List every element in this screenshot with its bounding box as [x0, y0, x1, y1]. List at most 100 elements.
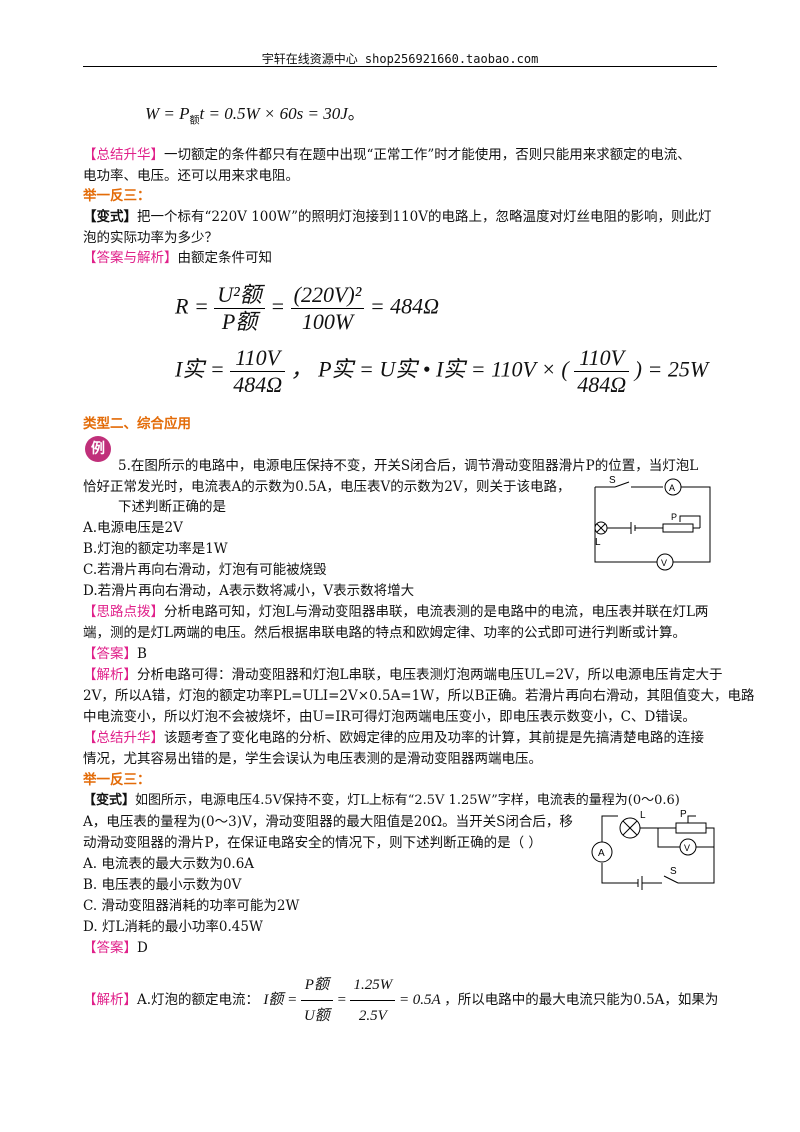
- answer-tag: 【答案与解析】: [83, 250, 178, 266]
- answer-5-text: B: [137, 646, 147, 662]
- analysis-6-pre: A.灯泡的额定电流：: [137, 991, 260, 1008]
- answer-6-text: D: [137, 940, 148, 956]
- variant-2-option-d: D. 灯L消耗的最小功率0.45W: [83, 919, 263, 935]
- a6-eq: =: [336, 991, 347, 1008]
- thinking-line-1: 【思路点拨】分析电路可知，灯泡L与滑动变阻器串联，电流表测的是电路中的电流，电压…: [83, 603, 708, 621]
- eq-r-rhs: = 484Ω: [369, 293, 440, 319]
- a6-num2: 1.25W: [350, 970, 396, 1001]
- a6-frac-2: 1.25W 2.5V: [350, 970, 396, 1031]
- thinking-text: 分析电路可知，灯泡L与滑动变阻器串联，电流表测的是电路中的电流，电压表并联在灯L…: [164, 604, 709, 620]
- summary-2-line-1: 【总结升华】该题考查了变化电路的分析、欧姆定律的应用及功率的计算，其前提是先搞清…: [83, 729, 704, 747]
- summary-2-line-2: 情况，尤其容易出错的是，学生会误认为电压表测的是滑动变阻器两端电压。: [83, 751, 542, 767]
- fig2-label-p: P: [680, 809, 687, 820]
- answer-6-line: 【答案】D: [83, 939, 148, 957]
- thinking-line-2: 端，测的是灯L两端的电压。然后根据串联电路的特点和欧姆定律、功率的公式即可进行判…: [83, 625, 686, 641]
- variant-2-option-a: A. 电流表的最大示数为0.6A: [83, 856, 255, 872]
- header-rule: [83, 66, 717, 67]
- variant-2-tag: 【变式】: [83, 793, 136, 808]
- q5-option-b: B.灯泡的额定功率是1W: [83, 541, 228, 557]
- eq-r-lhs: R =: [175, 293, 209, 319]
- summary-tag: 【总结升华】: [83, 147, 164, 163]
- variant-2-option-c: C. 滑动变阻器消耗的功率可能为2W: [83, 898, 300, 914]
- jyfs-heading-2: 举一反三：: [83, 772, 151, 788]
- variant-tag: 【变式】: [83, 209, 137, 225]
- jyfs-heading-1: 举一反三：: [83, 188, 151, 204]
- q5-option-c: C.若滑片再向右滑动，灯泡有可能被烧毁: [83, 562, 327, 578]
- eq-i-num2: 110V: [574, 345, 630, 372]
- eq-i-den2: 484Ω: [577, 372, 627, 397]
- analysis-5-line-3: 中电流变小，所以灯泡不会被烧坏，由U=IR可得灯泡两端电压变小，即电压表示数变小…: [83, 709, 696, 725]
- variant-2-line-2: A，电压表的量程为(0～3)V，滑动变阻器的最大阻值是20Ω。当开关S闭合后，移: [83, 814, 573, 830]
- fig2-label-a: A: [598, 848, 605, 859]
- thinking-tag: 【思路点拨】: [83, 604, 164, 620]
- answer-6-tag: 【答案】: [83, 940, 137, 956]
- q5-line-1: 5.在图所示的电路中，电源电压保持不变，开关S闭合后，调节滑动变阻器滑片P的位置…: [118, 458, 699, 474]
- a6-lhs: I额 =: [263, 991, 298, 1008]
- variant-text: 把一个标有“220V 100W”的照明灯泡接到110V的电路上，忽略温度对灯丝电…: [137, 209, 712, 225]
- summary-2-tag: 【总结升华】: [83, 730, 164, 746]
- answer-5-line: 【答案】B: [83, 645, 147, 663]
- variant-1-line-2: 泡的实际功率为多少？: [83, 230, 218, 246]
- eq-w-sub: 额: [189, 115, 200, 127]
- summary-text: 一切额定的条件都只有在题中出现“正常工作”时才能使用，否则只能用来求额定的电流、: [164, 147, 691, 163]
- fig2-label-s: S: [670, 866, 677, 877]
- a6-num: P额: [300, 970, 333, 1001]
- fig1-label-a: A: [669, 483, 675, 493]
- a6-frac-1: P额 U额: [300, 970, 333, 1031]
- a6-den2: 2.5V: [358, 1008, 387, 1024]
- circuit-diagram-1: S A L P V: [594, 475, 711, 571]
- analysis-6-tag: 【解析】: [83, 991, 137, 1008]
- example-badge: 例: [85, 436, 111, 462]
- eq-r-eq: =: [270, 293, 286, 319]
- answer-5-tag: 【答案】: [83, 646, 137, 662]
- eq-i-mid: ， P实 = U实 • I实 = 110V × (: [290, 356, 569, 382]
- eq-i-lhs: I实 =: [175, 356, 225, 382]
- type-2-heading: 类型二、综合应用: [83, 416, 191, 432]
- analysis-5-tag: 【解析】: [83, 667, 137, 683]
- analysis-5-text: 分析电路可得：滑动变阻器和灯泡L串联，电压表测灯泡两端电压UL=2V，所以电源电…: [137, 667, 723, 683]
- variant-2-text: 如图所示，电源电压4.5V保持不变，灯L上标有“2.5V 1.25W”字样，电流…: [135, 793, 680, 808]
- analysis-5-line-2: 2V，所以A错，灯泡的额定功率PL=ULI=2V×0.5A=1W，所以B正确。若…: [83, 688, 755, 704]
- page-header: 宇轩在线资源中心 shop256921660.taobao.com: [261, 52, 539, 66]
- eq-r-den2: 100W: [301, 309, 354, 334]
- summary-1-line-1: 【总结升华】一切额定的条件都只有在题中出现“正常工作”时才能使用，否则只能用来求…: [83, 146, 691, 164]
- variant-1-line-1: 【变式】把一个标有“220V 100W”的照明灯泡接到110V的电路上，忽略温度…: [83, 208, 712, 226]
- eq-w-end: 。: [347, 104, 365, 123]
- eq-i-rhs: ) = 25W: [634, 356, 709, 382]
- a6-den: U额: [303, 1008, 330, 1024]
- variant-2-line-3: 动滑动变阻器的滑片P，在保证电路安全的情况下，则下述判断正确的是（ ）: [83, 835, 542, 851]
- fig2-label-l: L: [640, 810, 646, 821]
- q5-option-d: D.若滑片再向右滑动，A表示数将减小，V表示数将增大: [83, 583, 415, 599]
- a6-rhs: = 0.5A: [398, 991, 441, 1008]
- eq-w-right: t = 0.5W × 60s = 30J: [199, 104, 348, 123]
- eq-i-den: 484Ω: [233, 372, 283, 397]
- summary-1-line-2: 电功率、电压。还可以用来求电阻。: [83, 168, 299, 184]
- summary-2-text: 该题考查了变化电路的分析、欧姆定律的应用及功率的计算，其前提是先搞清楚电路的连接: [164, 730, 704, 746]
- q5-line-3: 下述判断正确的是: [118, 499, 226, 515]
- eq-i-num: 110V: [230, 345, 286, 372]
- fig1-label-v: V: [661, 558, 667, 568]
- variant-2-line-1: 【变式】如图所示，电源电压4.5V保持不变，灯L上标有“2.5V 1.25W”字…: [83, 792, 680, 810]
- fig2-label-v: V: [684, 843, 690, 853]
- answer-text: 由额定条件可知: [177, 250, 273, 266]
- eq-w-left: W = P: [145, 104, 190, 123]
- analysis-6-post: ，所以电路中的最大电流只能为0.5A，如果为: [444, 991, 719, 1008]
- q5-option-a: A.电源电压是2V: [83, 520, 183, 536]
- circuit-diagram-2: L P A V S: [591, 809, 715, 890]
- fig1-label-p: P: [671, 512, 677, 522]
- eq-r-num2: (220V)²: [290, 282, 365, 309]
- answer-1-line: 【答案与解析】由额定条件可知: [83, 249, 272, 267]
- fig1-label-l: L: [595, 537, 601, 548]
- q5-line-2: 恰好正常发光时，电流表A的示数为0.5A，电压表V的示数为2V，则关于该电路，: [83, 479, 571, 495]
- fig1-label-s: S: [609, 475, 616, 486]
- equation-work: W = P额t = 0.5W × 60s = 30J。: [145, 105, 365, 130]
- variant-2-option-b: B. 电压表的最小示数为0V: [83, 877, 242, 893]
